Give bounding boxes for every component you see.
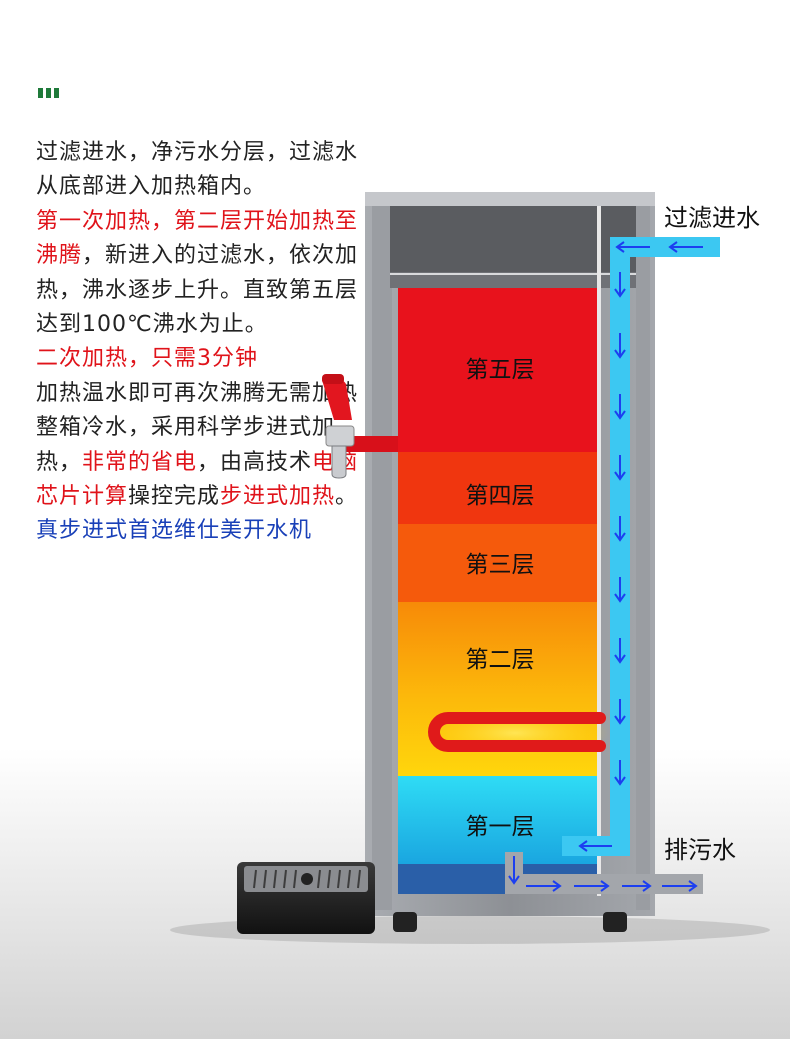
desc-control: 操控完成 (128, 484, 221, 510)
inlet-pipe (562, 237, 720, 856)
inlet-label: 过滤进水 (664, 204, 760, 232)
drain-arrows (508, 856, 698, 892)
layer-5 (398, 288, 600, 452)
layer-4-label: 第四层 (466, 483, 535, 509)
desc-intro: 过滤进水，净污水分层，过滤水从底部进入加热箱内。 (36, 140, 359, 200)
desc-tech: ，由高技术 (197, 449, 313, 475)
inlet-arrows (578, 241, 703, 852)
description-text: 过滤进水，净污水分层，过滤水从底部进入加热箱内。 第一次加热，第二层开始加热至沸… (36, 136, 366, 549)
desc-step-heating: 加热温水即可再次沸腾无需加热整箱冷水，采用科学步进式加热， (36, 380, 359, 475)
drain-label: 排污水 (664, 836, 736, 864)
water-tap-icon (322, 374, 398, 479)
layer-1-label: 第一层 (466, 814, 535, 840)
desc-slogan: 真步进式首选维仕美开水机 (36, 518, 313, 544)
desc-step-mode: 步进式加热 (220, 484, 336, 510)
heating-element (420, 707, 610, 759)
desc-second-heating: 二次加热，只需3分钟 (36, 346, 258, 372)
desc-first-heating: 第一次加热，第二层开始加热至沸腾 (36, 208, 359, 269)
layer-3 (398, 524, 600, 602)
layer-5-label: 第五层 (466, 357, 535, 383)
layer-4 (398, 452, 600, 524)
layer-3-label: 第三层 (466, 552, 535, 578)
desc-energy-saving: 非常的省电 (82, 449, 198, 475)
drip-tray (237, 862, 375, 934)
desc-period: 。 (335, 484, 359, 510)
desc-first-heating-rest: ，新进入的过滤水，依次加热，沸水逐步上升。直致第五层达到100℃沸水为止。 (36, 243, 359, 338)
decorative-bars-icon (38, 88, 59, 98)
tank-interior (390, 206, 636, 896)
layer-2-label: 第二层 (466, 647, 535, 673)
